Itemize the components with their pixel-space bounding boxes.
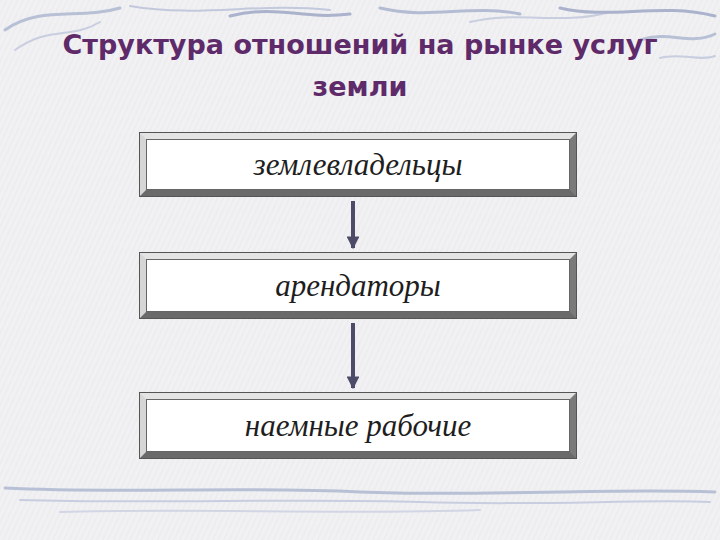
wave-stroke (380, 8, 520, 14)
wave-stroke (230, 11, 350, 16)
wave-stroke (20, 500, 710, 503)
box-panel: арендаторы (146, 259, 570, 312)
wave-stroke (60, 510, 480, 512)
wave-stroke (130, 6, 330, 11)
wave-stroke (560, 8, 715, 16)
box-label: арендаторы (275, 268, 441, 304)
process-box: землевладельцы (140, 133, 576, 196)
wave-stroke (5, 8, 120, 30)
wave-ornament (5, 6, 715, 512)
process-box: арендаторы (140, 253, 576, 318)
box-label: землевладельцы (254, 147, 463, 183)
wave-stroke (5, 488, 715, 494)
box-label: наемные рабочие (245, 408, 471, 444)
box-panel: наемные рабочие (146, 399, 570, 452)
box-panel: землевладельцы (146, 139, 570, 190)
wave-stroke (660, 56, 715, 58)
process-box: наемные рабочие (140, 393, 576, 458)
flow-arrow (351, 323, 355, 388)
slide-title: Структура отношений на рынке услуг земли (60, 24, 660, 108)
flow-arrow (351, 201, 355, 248)
